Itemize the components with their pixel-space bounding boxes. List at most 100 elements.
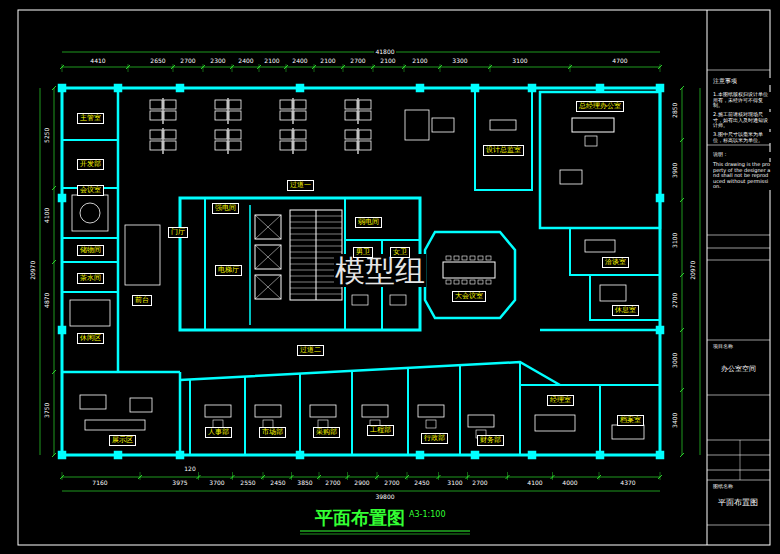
dimension-text: 3000 [673,351,680,368]
dimension-text: 20970 [31,259,38,280]
extension-line [373,64,374,72]
desk [359,130,371,139]
display-case [80,395,106,409]
desk [164,130,176,139]
room-name: 总经理办公室 [579,103,621,110]
title-block-text: 办公室空间 [720,366,757,374]
chair [454,280,459,284]
title-block-divider [707,10,708,545]
dimension-text: 120 [183,466,196,473]
title-block-rule [707,525,770,526]
room-tag: 前台 [132,295,152,306]
column [296,451,304,459]
room-name: 储物间 [80,247,101,254]
chair [486,256,491,260]
column [596,84,604,92]
desk [205,405,231,417]
room-name: 休息室 [615,307,636,314]
title-block-rule [707,455,770,456]
title-block-rule [707,260,770,261]
room-name: 门厅 [171,229,185,236]
room-name: 洽谈室 [605,259,626,266]
dimension-text: 39800 [374,494,395,501]
column [176,451,184,459]
desk [280,130,292,139]
desk [345,111,357,120]
partition-wall [407,368,409,455]
column [656,194,664,202]
extension-line [173,64,174,72]
dimension-text: 3700 [208,480,225,487]
dimension-line [700,88,701,455]
dimension-tick [52,86,56,90]
column [176,84,184,92]
table [585,240,615,252]
column [58,84,66,92]
room-tag: 开发部 [77,159,104,170]
column [528,451,536,459]
column [656,84,664,92]
chair [486,280,491,284]
room-name: 前台 [135,297,149,304]
desk [432,118,454,132]
extension-line [404,64,405,72]
partition-wall [62,139,118,141]
room-tag: 休息室 [612,305,639,316]
room-name: 经理室 [550,397,571,404]
desk [215,111,227,120]
desk [362,405,388,417]
column [296,84,304,92]
dimension-text: 2100 [319,58,336,65]
room-name: 采购部 [316,429,337,436]
dimension-text: 20970 [691,259,698,280]
desk [215,100,227,109]
extension-line [232,472,233,480]
extension-line [552,472,553,480]
dimension-text: 2300 [209,58,226,65]
desk [255,405,281,417]
dimension-tick [680,273,684,277]
room-name: 女卫 [393,249,407,256]
title-block-rule [707,340,770,341]
extension-line [128,64,129,72]
stair-tread [290,234,342,235]
dimension-line [62,52,660,53]
partition-wall [117,88,120,372]
chair [478,256,483,260]
dimension-text: 4100 [526,480,543,487]
dimension-text: 2700 [349,58,366,65]
column [58,451,66,459]
room-tag: 茶水间 [77,273,104,284]
desk [215,141,227,150]
dimension-tick [680,328,684,332]
dimension-tick [680,198,684,202]
chair [585,136,597,146]
elevator-cross [255,275,281,299]
dimension-tick [680,388,684,392]
room-tag: 洽谈室 [602,257,629,268]
toilet-fixture [352,295,368,305]
chair [426,420,436,428]
title-block-text: 图纸名称 [712,484,734,490]
column [416,451,424,459]
elevator-cross [255,275,281,299]
extension-line [286,64,287,72]
dimension-text: 2450 [413,480,430,487]
desk [294,130,306,139]
dimension-text: 2700 [324,480,341,487]
title-block-rule [707,440,770,441]
sofa [560,170,582,184]
room-tag: 休闲区 [77,333,104,344]
dimension-text: 3900 [673,161,680,178]
elevator-cross [255,215,281,239]
stair-rail [316,210,317,300]
dimension-text: 4700 [611,58,628,65]
room-name: 茶水间 [80,275,101,282]
dimension-text: 7160 [91,480,108,487]
desk-screen [162,128,163,154]
extension-line [438,472,439,480]
dimension-text: 2700 [471,480,488,487]
desk-group [405,110,429,140]
desk [229,100,241,109]
title-block-text: This drawing is the property of the desi… [712,162,772,190]
